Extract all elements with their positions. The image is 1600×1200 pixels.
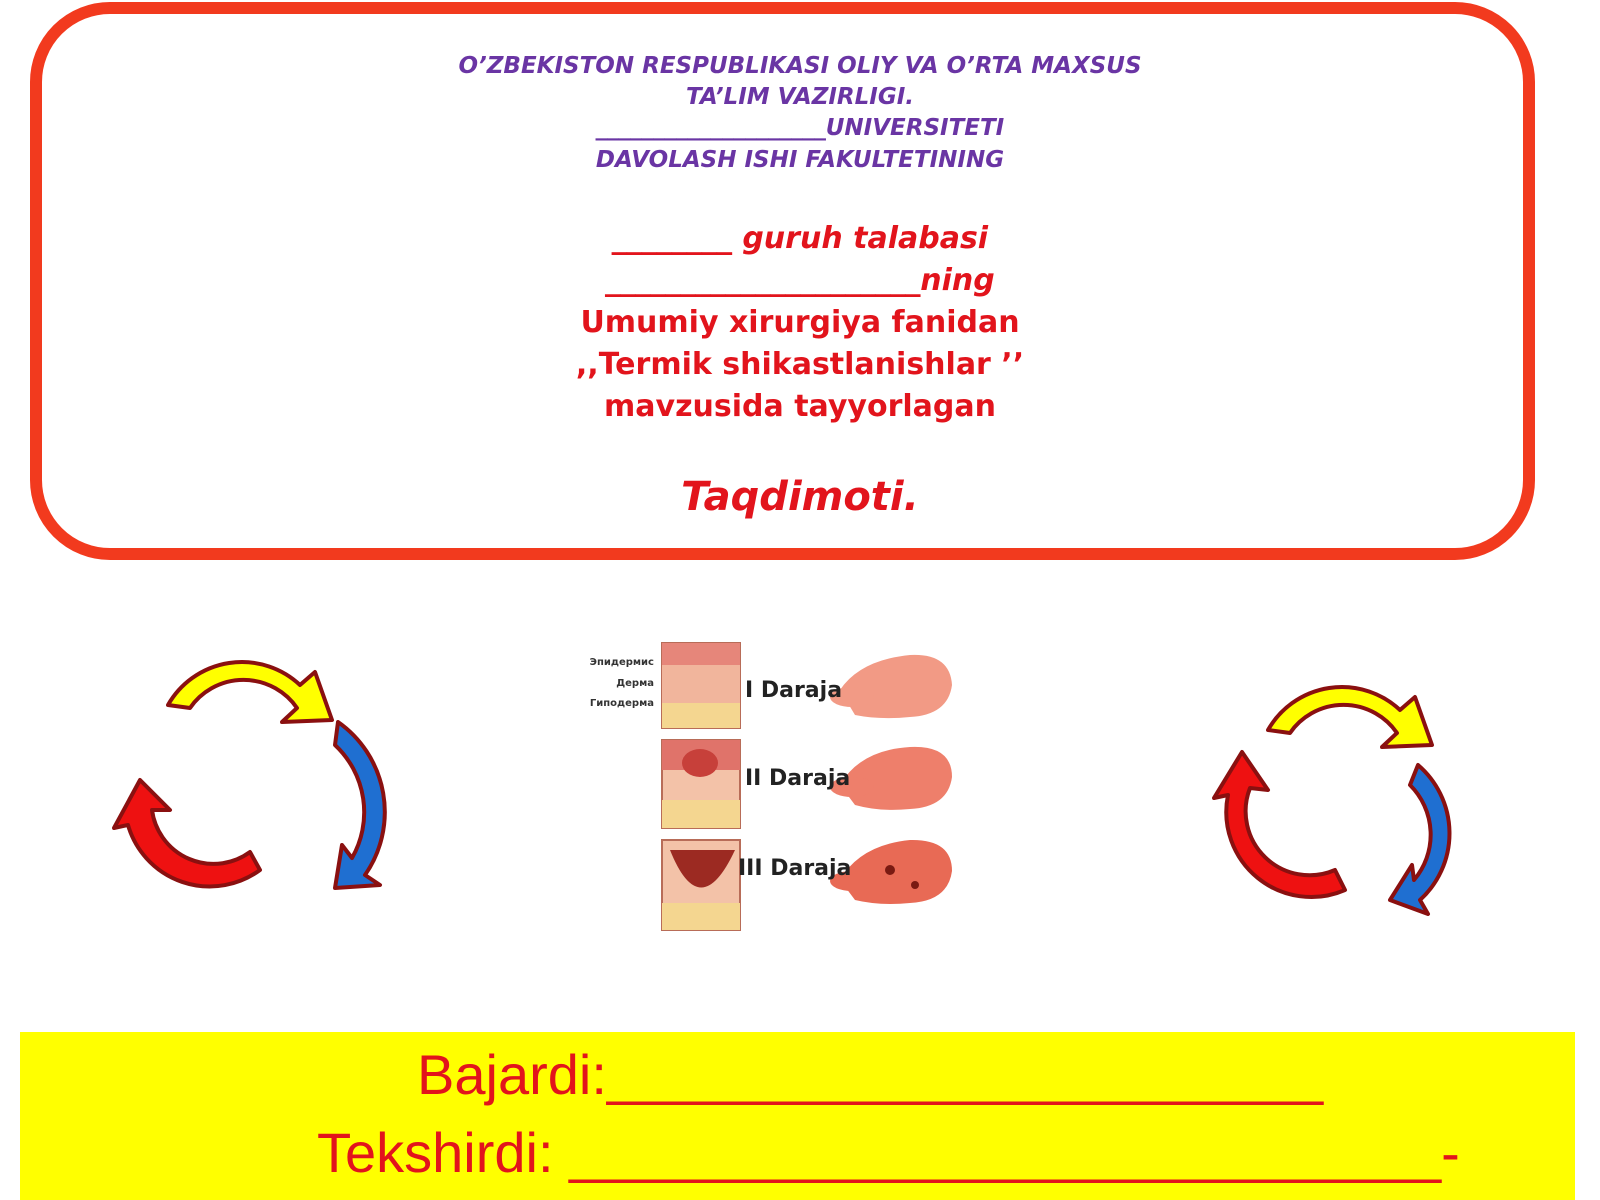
cycle-arrows-left-icon [112,660,387,890]
degree-label-1: I Daraja [745,678,842,703]
layer-label-epidermis: Эпидермис [590,657,654,668]
group-text: guruh talabasi [731,221,989,256]
faculty-line: DAVOLASH ISHI FAKULTETINING [595,147,1005,173]
university-line: ____________________UNIVERSITETI [595,115,1005,141]
layer-label-hypodermis: Гиподерма [590,698,654,709]
name-blank: _____________________ [605,263,921,298]
hand-icon-1 [830,654,952,719]
layer-label-dermis: Дерма [616,678,654,689]
checked-label: Tekshirdi: [317,1121,554,1184]
performed-label: Bajardi: [417,1043,607,1106]
prepared-line: mavzusida tayyorlagan [604,389,996,424]
title-frame [30,2,1535,560]
subject-line: Umumiy xirurgiya fanidan [580,305,1020,340]
checked-line: Tekshirdi: ____________________________- [317,1120,1460,1185]
presentation-title: Taqdimoti. [681,474,919,520]
group-blank: ________ [611,221,732,256]
ministry-line-2: TA’LIM VAZIRLIGI. [685,84,915,110]
group-line: ________ guruh talabasi [0,218,1600,260]
skin-block-3 [661,839,741,931]
ministry-line-1: O’ZBEKISTON RESPUBLIKASI OLIY VA O’RTA M… [458,53,1142,79]
topic-line: ,,Termik shikastlanishlar ’’ [575,347,1025,382]
hand-icon-2 [830,746,952,810]
hand-icon-3 [830,839,952,904]
student-name-line: _____________________ning [0,260,1600,302]
performed-blank: _______________________ [606,1043,1324,1106]
skin-block-1 [661,642,741,729]
checked-blank: ____________________________- [569,1121,1460,1184]
burn-degrees-illustration: Эпидермис Дерма Гиподерма I Daraja II Da… [590,642,952,931]
degree-label-2: II Daraja [745,766,850,791]
cycle-arrows-right-icon [1212,685,1452,916]
skin-block-2 [661,739,741,829]
performed-line: Bajardi:_______________________ [417,1042,1323,1107]
degree-label-3: III Daraja [738,856,851,881]
name-suffix: ning [920,263,995,298]
signature-footer [20,1032,1575,1200]
